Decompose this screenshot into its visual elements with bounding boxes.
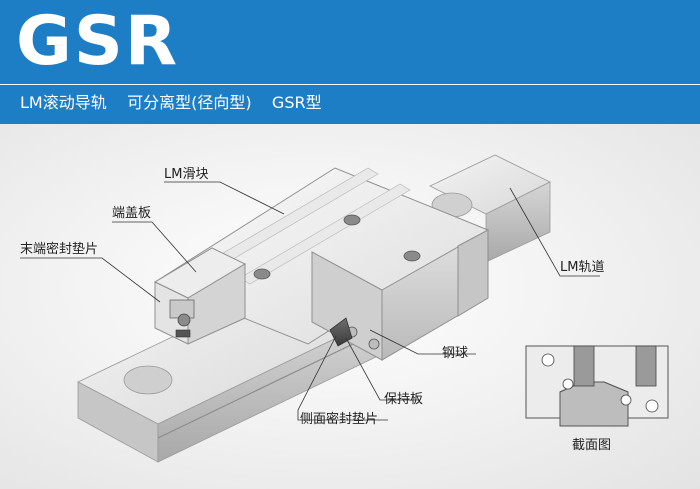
subtitle-type: LM滚动导轨 <box>20 93 107 112</box>
lm-block <box>153 167 490 361</box>
cross-section-diagram <box>525 345 669 427</box>
header-banner: GSR LM滚动导轨 可分离型(径向型) GSR型 <box>0 0 700 124</box>
label-end-seal: 末端密封垫片 <box>20 242 99 257</box>
product-title: GSR <box>16 2 180 81</box>
leader-end-seal <box>20 257 161 303</box>
leader-ball <box>369 329 476 355</box>
leader-end-plate <box>112 221 197 273</box>
label-ball: 钢球 <box>442 346 469 361</box>
subtitle-variant: 可分离型(径向型) <box>127 93 252 112</box>
label-side-seal: 侧面密封垫片 <box>300 412 379 427</box>
leader-retainer <box>345 337 420 401</box>
label-retainer: 保持板 <box>384 392 424 407</box>
label-cross-section: 截面图 <box>572 438 612 453</box>
leader-lm-rail <box>509 187 600 277</box>
leader-side-seal <box>297 335 388 421</box>
leader-lm-block <box>164 181 285 215</box>
subtitle-model: GSR型 <box>271 93 322 112</box>
end-plate <box>153 247 247 345</box>
product-subtitle: LM滚动导轨 可分离型(径向型) GSR型 <box>20 92 322 116</box>
header-divider <box>0 84 700 85</box>
label-lm-block: LM滑块 <box>164 167 209 182</box>
label-lm-rail: LM轨道 <box>560 260 605 275</box>
label-end-plate: 端盖板 <box>112 206 152 221</box>
